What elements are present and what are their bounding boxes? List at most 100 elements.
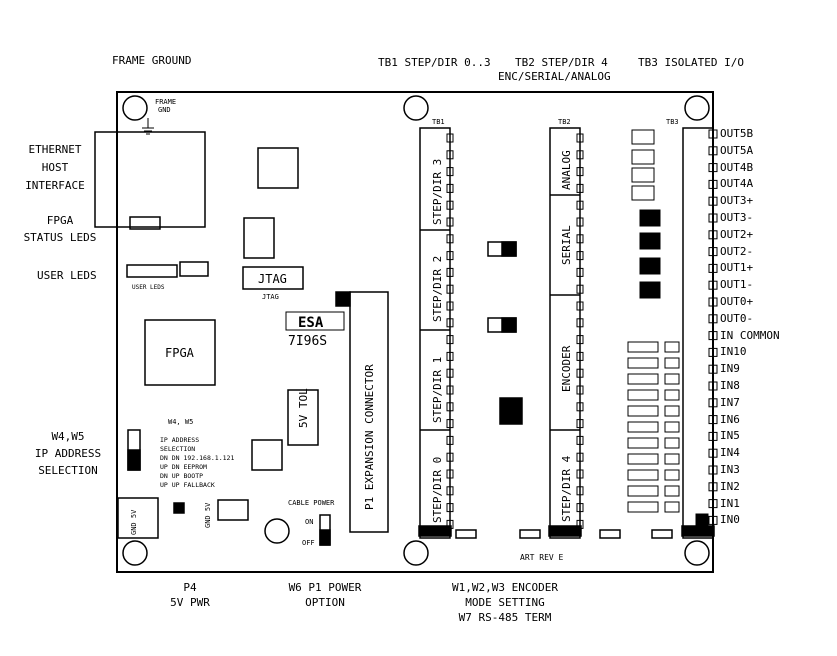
tb3-terminal-out2: OUT2- xyxy=(720,244,754,258)
terminal-pad xyxy=(576,335,584,345)
logo-box xyxy=(285,311,345,331)
terminal-pad xyxy=(446,167,454,177)
tb3-pad xyxy=(708,230,718,240)
fpga-leds-line-1: STATUS LEDS xyxy=(23,231,97,244)
tb3-pad xyxy=(708,431,718,441)
mounting-hole xyxy=(122,95,148,121)
tb3-pad xyxy=(708,163,718,173)
tb3-pad xyxy=(708,381,718,391)
tb3-terminal-in8: IN8 xyxy=(720,379,740,392)
p4-line-1: 5V PWR xyxy=(170,596,210,609)
mounting-hole xyxy=(122,540,148,566)
tb3-terminal-out1: OUT1- xyxy=(720,278,754,292)
tb3-pad xyxy=(708,499,718,509)
terminal-pad xyxy=(576,419,584,429)
terminal-pad xyxy=(576,301,584,311)
tb3-terminal-in6: IN6 xyxy=(720,412,740,426)
tb3-terminal-in10: IN10 xyxy=(720,345,747,359)
p1-connector-label: P1 EXPANSION CONNECTOR xyxy=(363,364,376,510)
terminal-pad xyxy=(576,503,584,513)
terminal-pad xyxy=(446,234,454,244)
ethernet-jack xyxy=(94,131,206,228)
tb3-terminal-out3: OUT3- xyxy=(720,211,754,224)
p4-connector xyxy=(117,497,159,539)
fpga-leds-line-0: FPGA xyxy=(46,214,74,227)
tb3-terminal-in2: IN2 xyxy=(720,479,740,493)
tb3-terminal-out1: OUT1+ xyxy=(720,261,754,275)
tb3-terminal-out2: OUT2+ xyxy=(720,227,754,241)
terminal-pad xyxy=(576,469,584,479)
ethernet-callout: ETHERNET HOST INTERFACE xyxy=(20,143,90,192)
encoder-mode-line-0: W1,W2,W3 ENCODER xyxy=(452,581,558,594)
terminal-pad xyxy=(576,133,584,143)
tb3-pad xyxy=(708,179,718,189)
mounting-hole xyxy=(403,540,429,566)
terminal-pad xyxy=(446,284,454,294)
terminal-pad xyxy=(446,351,454,361)
cable-power-label: CABLE POWER xyxy=(288,499,335,507)
tb3-pad xyxy=(708,347,718,357)
terminal-pad xyxy=(446,217,454,227)
terminal-pad xyxy=(446,150,454,160)
tb3-pad xyxy=(708,280,718,290)
tb3-pad xyxy=(708,364,718,374)
terminal-pad xyxy=(576,267,584,277)
tb3-terminal-out0: OUT0+ xyxy=(720,295,754,308)
ip-table-line-5: UP UP FALLBACK xyxy=(160,481,215,489)
tb3-terminal-out3: OUT3+ xyxy=(720,194,754,208)
tb3-block xyxy=(682,127,714,539)
step-dir-0-label: STEP/DIR 0 xyxy=(431,457,444,523)
mounting-hole xyxy=(684,95,710,121)
tb3-pad xyxy=(708,196,718,206)
gnd-5v-label: GND 5V xyxy=(130,509,138,535)
tb3-terminal-in7: IN7 xyxy=(720,395,740,409)
terminal-pad xyxy=(446,419,454,429)
terminal-pad xyxy=(576,368,584,378)
tb3-terminal-in4: IN4 xyxy=(720,446,740,460)
terminal-pad xyxy=(576,385,584,395)
terminal-pad xyxy=(576,251,584,261)
ic-chip xyxy=(243,217,275,259)
tb3-terminal-in5: IN5 xyxy=(720,429,740,443)
terminal-pad xyxy=(576,318,584,328)
fpga-chip xyxy=(144,319,216,386)
tb3-pad xyxy=(708,314,718,324)
tb3-pad xyxy=(708,129,718,139)
off-label: OFF xyxy=(302,539,315,547)
terminal-pad xyxy=(446,267,454,277)
terminal-pad xyxy=(446,435,454,445)
frame-ground-callout: FRAME GROUND xyxy=(112,54,192,67)
terminal-pad xyxy=(576,217,584,227)
terminal-pad xyxy=(576,351,584,361)
tb3-callout: TB3 ISOLATED I/O xyxy=(638,56,744,69)
w6-callout: W6 P1 POWER OPTION xyxy=(270,581,380,609)
tb3-terminal-out0: OUT0- xyxy=(720,311,754,325)
ic-chip xyxy=(217,499,249,521)
frame-gnd-label: FRAME xyxy=(155,98,176,106)
terminal-pad xyxy=(446,301,454,311)
tb3-pad xyxy=(708,297,718,307)
tb1-block xyxy=(419,127,451,539)
terminal-pad xyxy=(446,486,454,496)
terminal-pad xyxy=(446,368,454,378)
terminal-pad xyxy=(446,183,454,193)
tb3-terminal-in-common: IN COMMON xyxy=(720,328,780,342)
ethernet-callout-line-2: INTERFACE xyxy=(25,179,85,192)
ip-table-line-1: SELECTION xyxy=(160,445,195,453)
tb3-terminal-out5b: OUT5B xyxy=(720,127,754,140)
gnd-5v-label-b: GND 5V xyxy=(204,502,212,528)
ic-chip xyxy=(257,147,299,189)
tb3-pad xyxy=(708,247,718,257)
tb3-pad xyxy=(708,213,718,223)
user-leds-small-label: USER LEDS xyxy=(132,284,165,291)
tb3-pad xyxy=(708,448,718,458)
terminal-pad xyxy=(576,200,584,210)
art-rev-label: ART REV E xyxy=(520,553,564,562)
tb3-pad xyxy=(708,415,718,425)
tb2-callout-1: TB2 STEP/DIR 4 xyxy=(515,56,608,69)
tb3-terminal-in0: IN0 xyxy=(720,513,740,527)
tb3-pad xyxy=(708,515,718,525)
jtag-small-label: JTAG xyxy=(262,293,279,301)
tb1-small-label: TB1 xyxy=(432,118,445,126)
